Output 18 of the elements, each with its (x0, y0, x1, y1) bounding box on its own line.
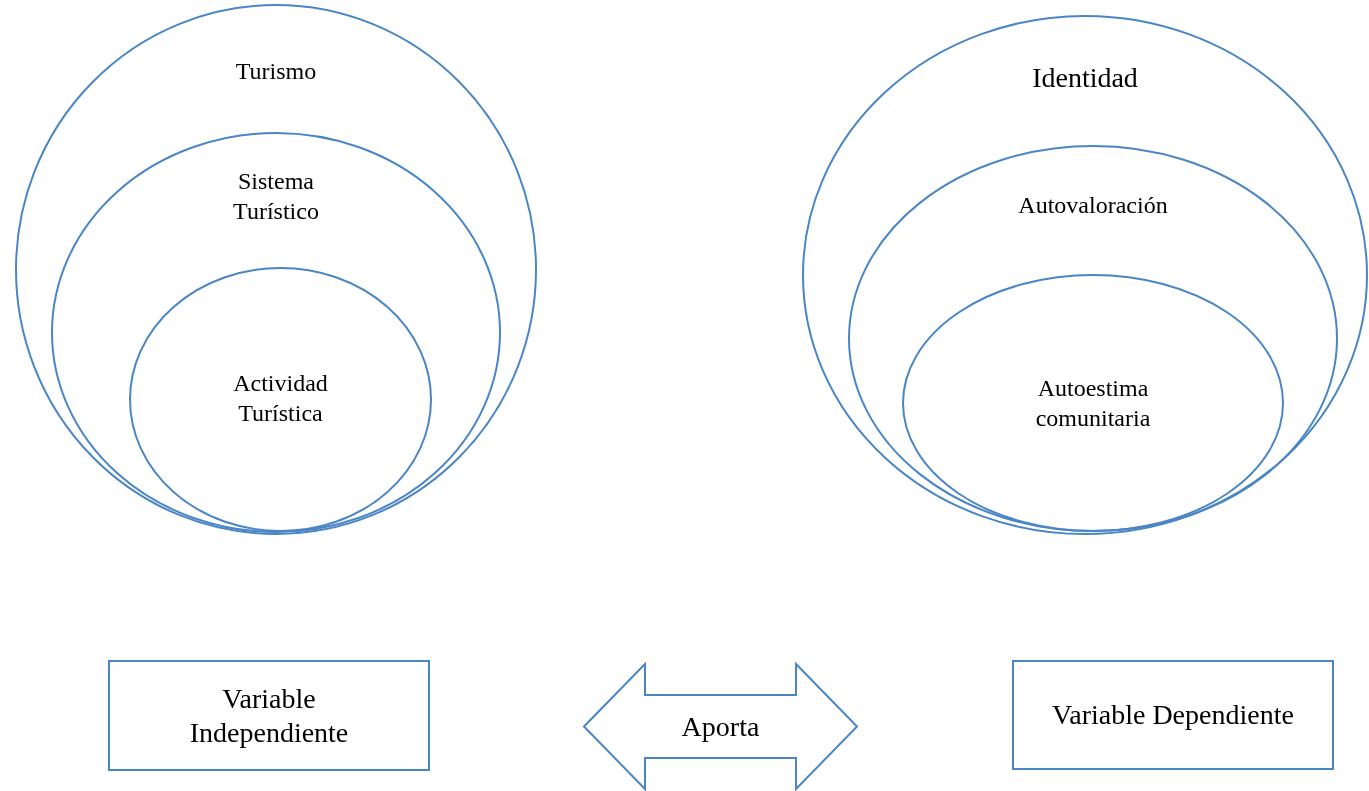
ellipse (848, 145, 1338, 532)
text-box (108, 660, 430, 771)
double-arrow-shape (583, 663, 858, 790)
ellipse-label: Autovaloración (1017, 191, 1169, 220)
ellipse-label: Actividad Turística (232, 369, 329, 428)
ellipse (129, 267, 432, 532)
text-box (1012, 660, 1334, 770)
box-label: Variable Dependiente (1052, 698, 1294, 732)
arrow-label: Aporta (681, 709, 760, 744)
ellipse (15, 4, 537, 535)
ellipse-label: Sistema Turístico (232, 167, 320, 226)
ellipse-label: Identidad (1031, 61, 1139, 95)
ellipse (802, 15, 1368, 535)
ellipse-label: Turismo (234, 57, 318, 86)
ellipse (51, 132, 501, 533)
ellipse (902, 274, 1284, 532)
ellipse-label: Autoestima comunitaria (1034, 374, 1152, 433)
box-label: Variable Independiente (188, 681, 350, 750)
